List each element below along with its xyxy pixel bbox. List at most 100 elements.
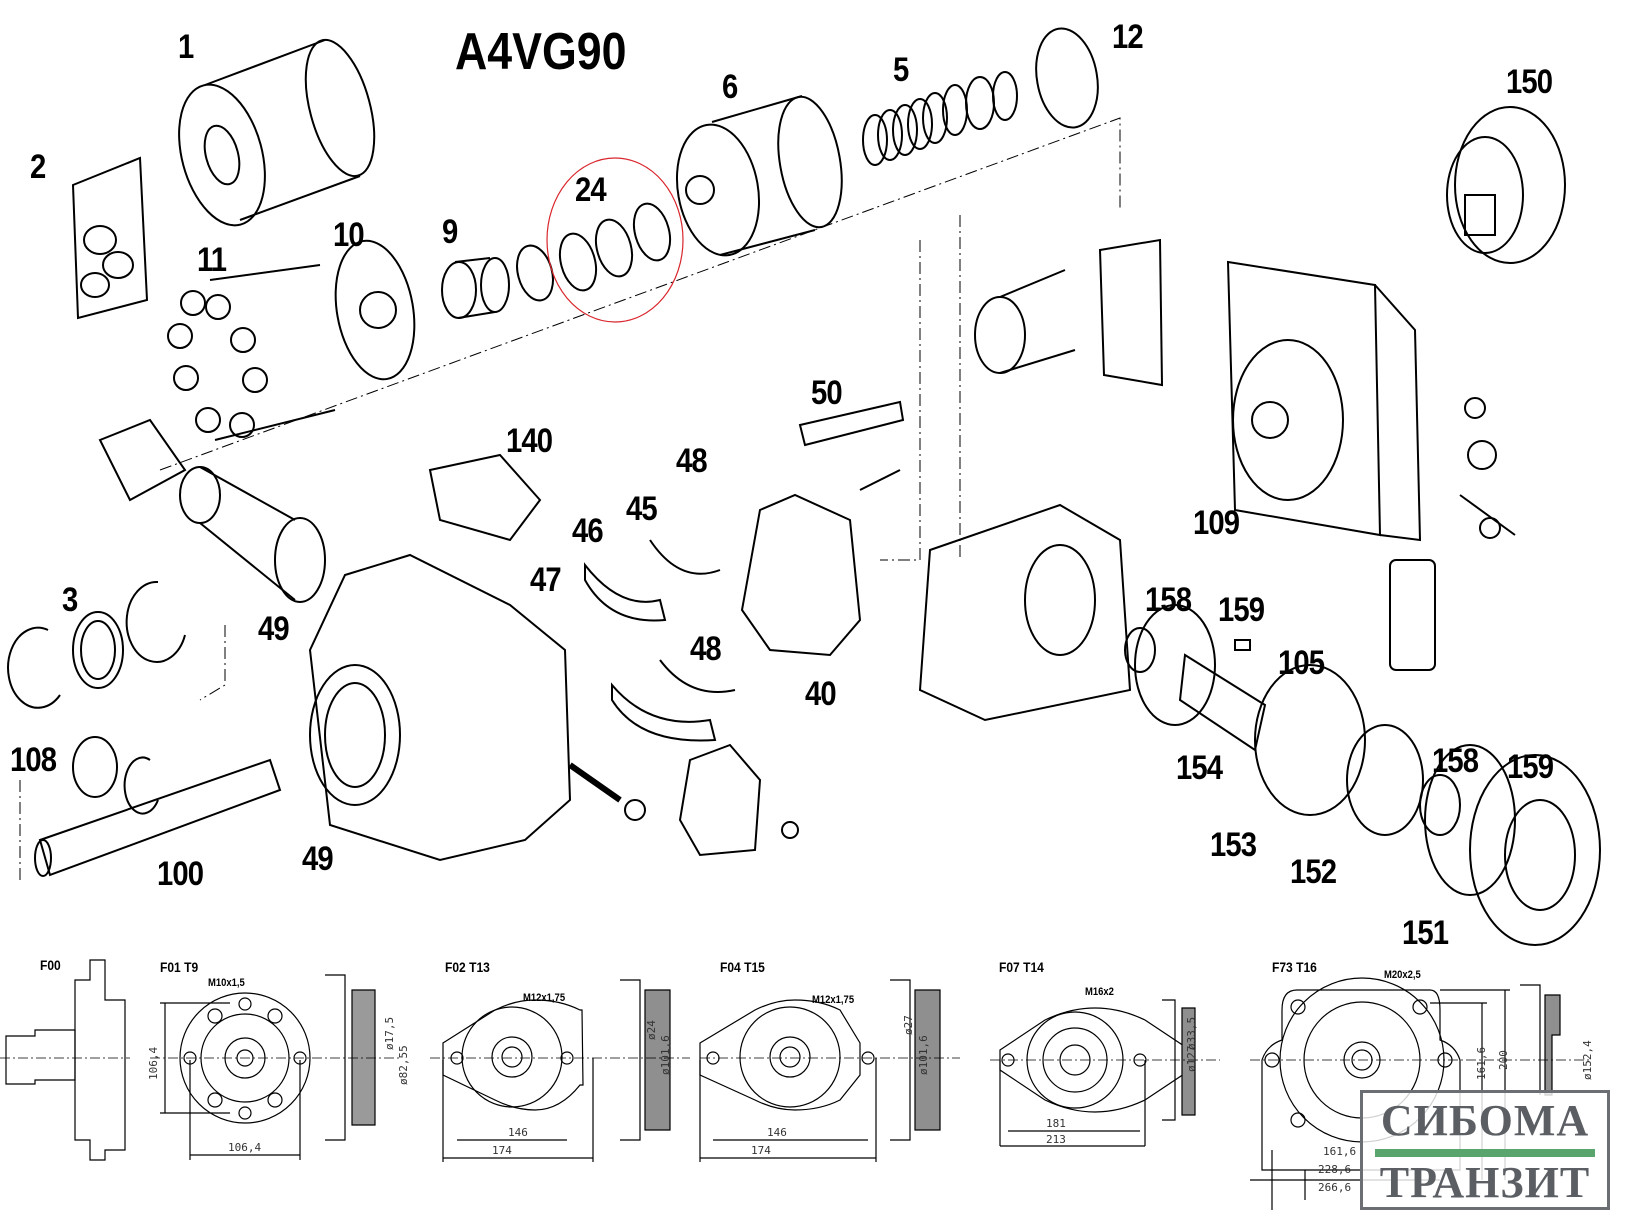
part-label-2: 2 xyxy=(30,148,46,186)
part-159-gasket-2 xyxy=(1424,744,1516,896)
part-label-50: 50 xyxy=(811,374,843,412)
part-1-rotating-group xyxy=(178,38,376,227)
part-label-154: 154 xyxy=(1176,749,1223,787)
thread-label-f04: M12x1,75 xyxy=(812,994,855,1006)
part-6-cylinder xyxy=(675,95,843,257)
part-label-150: 150 xyxy=(1506,63,1553,101)
flange-f04-front xyxy=(699,999,877,1162)
part-46-bearing-shell-2 xyxy=(611,682,717,742)
dim-f02-bore: ø24 xyxy=(645,1020,658,1040)
flange-label-f04: F04 T15 xyxy=(720,959,765,975)
flange-f04-side xyxy=(890,979,911,1141)
flange-label-f00: F00 xyxy=(40,957,61,973)
part-label-10: 10 xyxy=(333,216,365,254)
flange-label-f02: F02 T13 xyxy=(445,959,490,975)
part-label-5: 5 xyxy=(893,51,909,89)
dim-f04-pilot: ø101,6 xyxy=(917,1035,930,1075)
dim-f73-height: 200 xyxy=(1497,1050,1510,1070)
part-cover-plate xyxy=(678,743,762,857)
part-control-module xyxy=(974,238,1422,542)
part-label-109: 109 xyxy=(1193,504,1240,542)
dim-f04-width: 174 xyxy=(751,1144,771,1157)
dim-f07-bolt: 181 xyxy=(1046,1117,1066,1130)
highlight-circle-24 xyxy=(546,157,684,323)
watermark-bar xyxy=(1375,1149,1595,1157)
part-label-11: 11 xyxy=(197,241,227,279)
part-label-46: 46 xyxy=(572,512,604,550)
part-140-valve xyxy=(428,453,542,542)
dim-f73-bolt-h: 161,6 xyxy=(1323,1145,1357,1158)
part-label-12: 12 xyxy=(1112,18,1144,56)
dim-f73-width-2: 266,6 xyxy=(1318,1181,1352,1194)
part-5-spring xyxy=(862,71,1018,166)
flange-f00-section xyxy=(5,959,126,1161)
part-9-ball-guide xyxy=(441,257,510,319)
dim-f07-width: 213 xyxy=(1046,1133,1066,1146)
dim-f73-pilot: ø152,4 xyxy=(1581,1040,1594,1080)
dim-f73-bolt-v: 161,6 xyxy=(1475,1046,1488,1080)
flange-f01-front xyxy=(160,992,311,1160)
part-label-49-upper: 49 xyxy=(258,610,290,648)
part-152-gear xyxy=(1346,724,1424,836)
part-plugs xyxy=(1389,397,1516,671)
dim-f01-width: 106,4 xyxy=(228,1141,262,1154)
part-12-plate xyxy=(1035,27,1099,129)
part-50-lever xyxy=(798,400,905,447)
flange-f02-front xyxy=(442,999,594,1162)
dim-f04-bore: ø27 xyxy=(902,1015,915,1035)
dim-f07-pilot: ø127 xyxy=(1185,1045,1198,1073)
part-150-boost-pump xyxy=(1446,106,1566,264)
flange-label-f01: F01 T9 xyxy=(160,959,199,975)
dim-f04-bolt: 146 xyxy=(767,1126,787,1139)
part-label-40: 40 xyxy=(805,675,837,713)
watermark-logo: СИБОМА ТРАНЗИТ xyxy=(1360,1090,1610,1210)
part-105-key xyxy=(1234,639,1251,651)
flange-label-f07: F07 T14 xyxy=(999,959,1044,975)
part-label-152: 152 xyxy=(1290,853,1337,891)
part-label-1: 1 xyxy=(178,28,194,66)
part-108-shaft-seal xyxy=(72,736,118,798)
thread-label-f02: M12x1,75 xyxy=(523,992,566,1004)
part-100-drive-shaft xyxy=(34,758,282,877)
flange-label-f73: F73 T16 xyxy=(1272,959,1317,975)
flange-f01-side xyxy=(325,974,346,1141)
part-label-24: 24 xyxy=(575,171,607,209)
part-label-108: 108 xyxy=(10,741,57,779)
part-45-bearing-2 xyxy=(659,659,736,693)
part-label-3: 3 xyxy=(62,581,78,619)
dim-f01-pilot: ø82,55 xyxy=(397,1045,410,1085)
part-label-140: 140 xyxy=(506,422,553,460)
dim-f02-width: 174 xyxy=(492,1144,512,1157)
part-label-159-lower: 159 xyxy=(1507,748,1554,786)
part-2-seal-kit xyxy=(71,156,149,320)
part-label-158-upper: 158 xyxy=(1145,581,1192,619)
part-label-100: 100 xyxy=(157,855,204,893)
part-10-retaining-plate xyxy=(334,239,416,381)
part-154-shaft xyxy=(1178,653,1267,752)
part-40-swashplate xyxy=(740,469,901,657)
part-label-151: 151 xyxy=(1402,914,1449,952)
part-45-bearing xyxy=(649,539,721,575)
part-label-159-upper: 159 xyxy=(1218,591,1265,629)
centerline-upper xyxy=(159,117,1121,471)
part-housing xyxy=(308,553,572,862)
part-label-9: 9 xyxy=(442,213,458,251)
part-158-bushing xyxy=(1124,627,1156,673)
part-label-158-lower: 158 xyxy=(1432,742,1479,780)
part-3-rings xyxy=(7,580,186,709)
part-label-48-lower: 48 xyxy=(690,630,722,668)
thread-label-f01: M10x1,5 xyxy=(208,977,245,989)
part-label-105: 105 xyxy=(1278,644,1325,682)
flange-drawings xyxy=(0,959,1590,1210)
part-label-153: 153 xyxy=(1210,826,1257,864)
part-159-gasket xyxy=(1134,604,1216,726)
part-46-bearing-shell xyxy=(584,562,667,622)
part-label-48-upper: 48 xyxy=(676,442,708,480)
part-label-45: 45 xyxy=(626,490,658,528)
diagram-title: A4VG90 xyxy=(455,23,627,81)
part-24-shims xyxy=(558,202,672,292)
watermark-line-2: ТРАНЗИТ xyxy=(1379,1158,1591,1207)
part-through-drive xyxy=(918,503,1601,946)
thread-label-f07: M16x2 xyxy=(1085,986,1114,998)
